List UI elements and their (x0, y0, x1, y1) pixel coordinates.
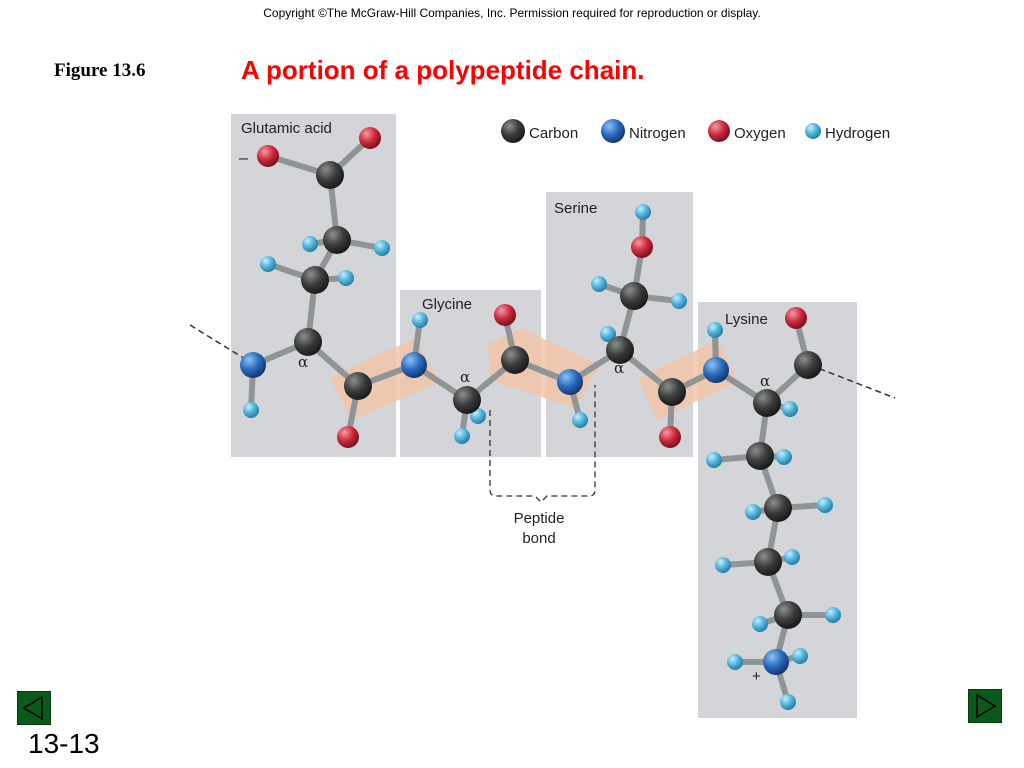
legend-nitrogen: Nitrogen (629, 125, 686, 142)
chain-continuation-right (809, 364, 896, 399)
figure-title: A portion of a polypeptide chain. (241, 55, 645, 85)
nitrogen-atoms (240, 352, 789, 675)
oxygen-legend-icon (708, 120, 730, 142)
arrow-right-icon (976, 693, 997, 719)
alpha-label-1: α (298, 353, 308, 371)
alpha-label-3: α (614, 359, 624, 377)
peptide-bond-label-line1: Peptide (514, 510, 565, 527)
arrow-left-icon (22, 695, 43, 721)
hydrogen-legend-icon (805, 123, 821, 139)
carbon-legend-icon (501, 119, 525, 143)
plus-charge: + (752, 668, 761, 685)
label-lysine: Lysine (725, 311, 768, 328)
alpha-label-2: α (460, 368, 470, 386)
legend-hydrogen: Hydrogen (825, 125, 890, 142)
peptide-bond-label-line2: bond (522, 530, 555, 547)
alpha-label-4: α (760, 372, 770, 390)
oxygen-atoms (257, 127, 807, 448)
label-serine: Serine (554, 200, 597, 217)
carbon-atoms (294, 161, 822, 629)
figure-label: Figure 13.6 (54, 60, 146, 81)
next-slide-button[interactable] (968, 689, 1002, 723)
legend: Carbon Nitrogen Oxygen Hydrogen (501, 119, 890, 143)
copyright-notice: Copyright ©The McGraw-Hill Companies, In… (263, 6, 761, 20)
legend-oxygen: Oxygen (734, 125, 786, 142)
minus-charge: – (239, 150, 248, 167)
legend-carbon: Carbon (529, 125, 578, 142)
label-glycine: Glycine (422, 296, 472, 313)
previous-slide-button[interactable] (17, 691, 51, 725)
slide-number: 13-13 (28, 728, 100, 759)
hydrogen-atoms (243, 204, 841, 710)
label-glutamic-acid: Glutamic acid (241, 120, 332, 137)
chain-continuation-left (189, 324, 251, 363)
nitrogen-legend-icon (601, 119, 625, 143)
peptide-bond-bracket (489, 385, 596, 503)
